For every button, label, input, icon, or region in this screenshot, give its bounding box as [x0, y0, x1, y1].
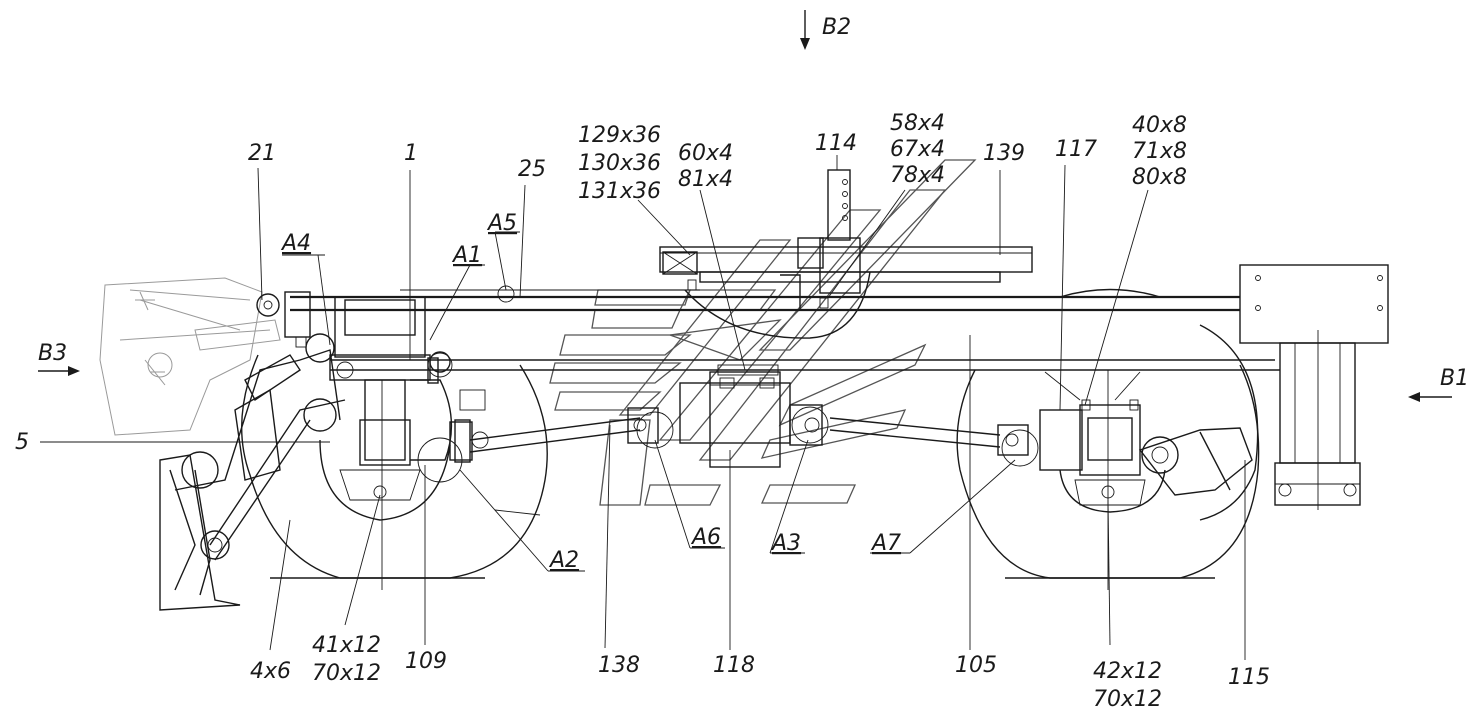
label-105: 105: [955, 653, 997, 678]
label-b2: B2: [822, 15, 851, 40]
label-81x4: 81x4: [678, 167, 733, 192]
label-118: 118: [713, 653, 755, 678]
label-4x6: 4x6: [250, 659, 291, 684]
right-end-support: [1239, 264, 1389, 510]
label-a7: A7: [870, 531, 901, 556]
right-axle-assembly: [1039, 399, 1141, 476]
label-5: 5: [15, 430, 29, 455]
label-42x12: 42x12: [1093, 659, 1162, 684]
label-41x12: 41x12: [312, 633, 381, 658]
wheel-right: [956, 364, 1260, 590]
label-a1: A1: [451, 243, 482, 268]
label-117: 117: [1055, 137, 1097, 162]
label-25: 25: [518, 157, 546, 182]
label-130x36: 130x36: [578, 151, 661, 176]
detail-callouts: [417, 285, 1039, 483]
label-109: 109: [405, 649, 447, 674]
label-b3: B3: [38, 341, 67, 366]
label-71x8: 71x8: [1132, 139, 1187, 164]
label-a5: A5: [486, 211, 517, 236]
label-115: 115: [1228, 665, 1270, 690]
leader-lines: [40, 155, 1246, 660]
label-1: 1: [404, 141, 418, 166]
wheel-left: [240, 354, 548, 590]
label-a2: A2: [548, 548, 579, 573]
main-frame: [290, 288, 1280, 371]
watermark-logo: [549, 159, 977, 506]
hitch-linkage: [159, 291, 346, 611]
label-139: 139: [983, 141, 1025, 166]
label-40x8: 40x8: [1132, 113, 1187, 138]
left-axle-assembly: [329, 296, 486, 466]
label-129x36: 129x36: [578, 123, 661, 148]
label-67x4: 67x4: [890, 137, 945, 162]
label-a6: A6: [690, 525, 721, 550]
label-b1: B1: [1440, 366, 1469, 391]
label-78x4: 78x4: [890, 163, 945, 188]
label-58x4: 58x4: [890, 111, 945, 136]
drive-shafts: [449, 404, 1029, 461]
label-80x8: 80x8: [1132, 165, 1187, 190]
label-131x36: 131x36: [578, 179, 661, 204]
motor-115: [1138, 324, 1259, 521]
label-a3: A3: [770, 531, 801, 556]
label-a4: A4: [280, 231, 311, 256]
view-arrows: [38, 10, 1452, 402]
label-60x4: 60x4: [678, 141, 733, 166]
drawing-labels: B2 B3 B1 21 1 25 A4 A5 A1 5 129x36 130x3…: [15, 15, 1469, 712]
label-70x12-right: 70x12: [1093, 687, 1162, 712]
top-mount-139: [659, 169, 1033, 339]
label-21: 21: [248, 141, 276, 166]
label-114: 114: [815, 131, 857, 156]
phantom-mechanism-left: [99, 277, 281, 436]
label-70x12-left: 70x12: [312, 661, 381, 686]
label-138: 138: [598, 653, 640, 678]
